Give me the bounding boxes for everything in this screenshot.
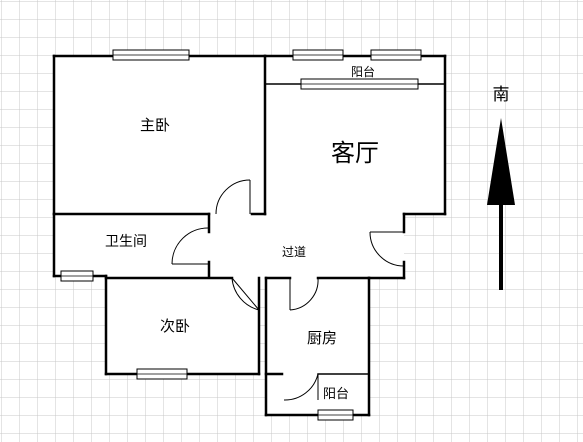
window-bathroom [60, 270, 94, 282]
room-label-master-bedroom: 主卧 [140, 116, 170, 134]
compass-arrow-icon [487, 118, 515, 290]
doors [171, 179, 405, 401]
window-balcony-top-right [370, 49, 422, 61]
window-living-balcony [300, 78, 419, 90]
window-balcony-bottom [317, 409, 354, 421]
windows [60, 49, 422, 421]
walls [52, 54, 447, 417]
room-label-balcony-top: 阳台 [351, 64, 375, 79]
plan-fill [54, 56, 445, 415]
window-second-bedroom [136, 368, 188, 380]
window-balcony-top-left [292, 49, 344, 61]
room-label-second-bedroom: 次卧 [160, 317, 190, 335]
room-label-living-room: 客厅 [331, 139, 379, 167]
room-label-bathroom: 卫生间 [105, 234, 147, 250]
window-master-top [112, 49, 190, 61]
room-label-kitchen: 厨房 [307, 329, 337, 347]
room-label-corridor: 过道 [282, 245, 306, 259]
room-label-balcony-bottom: 阳台 [323, 387, 349, 402]
compass-label: 南 [493, 85, 510, 105]
